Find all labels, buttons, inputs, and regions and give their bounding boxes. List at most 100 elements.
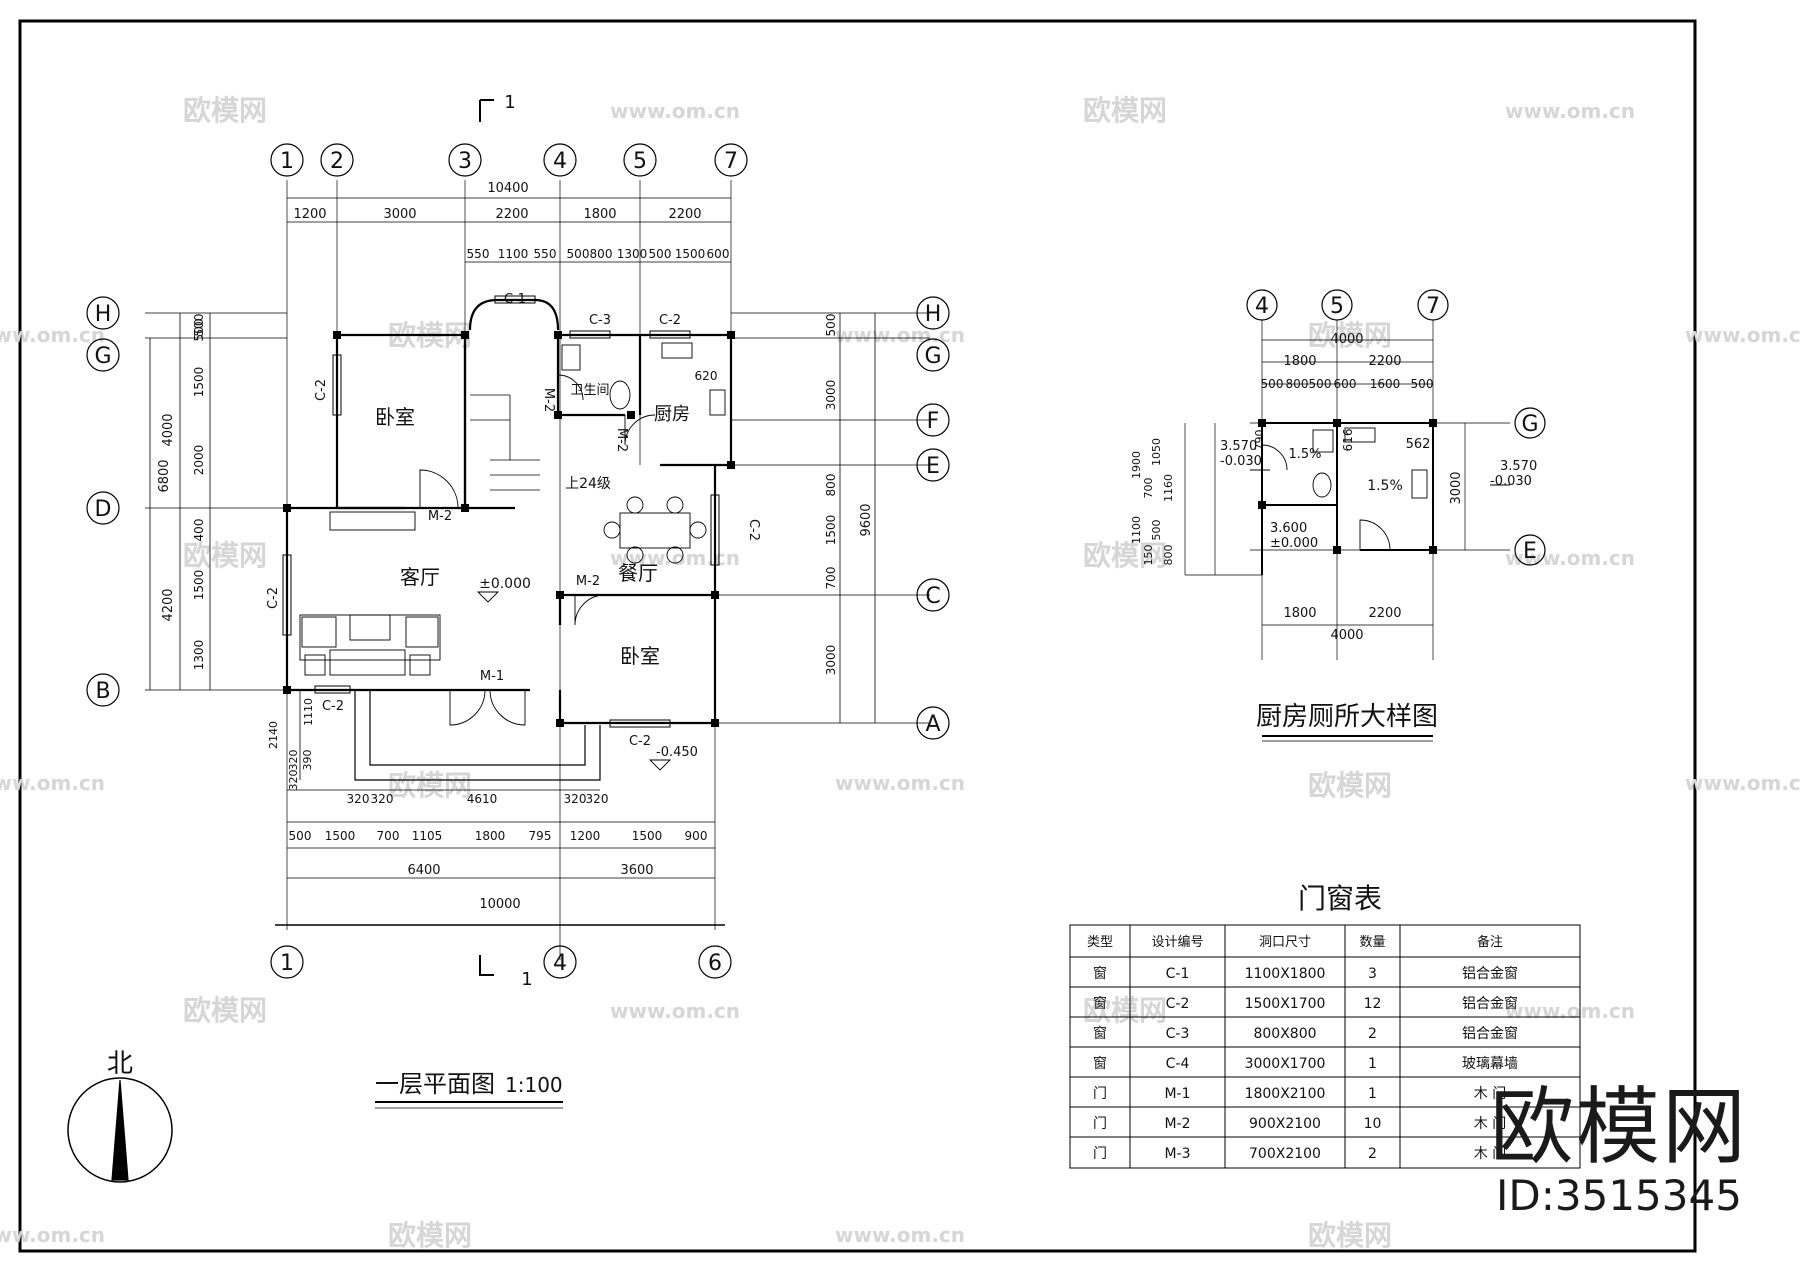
watermark-url: www.om.cn — [1505, 999, 1635, 1023]
dim-label: 上24级 — [565, 476, 611, 492]
dim-label: M-1 — [480, 669, 504, 684]
axis-bubble-label: 7 — [724, 149, 738, 174]
axis-bubble-label: 2 — [330, 149, 344, 174]
axis-bubble-label: 3 — [458, 149, 472, 174]
axis-bubble — [916, 403, 950, 437]
dim-label: 1500 — [192, 570, 206, 601]
dim-label: 1500 — [325, 829, 356, 843]
dim-label: 1 — [521, 969, 532, 990]
table-cell: 玻璃幕墙 — [1462, 1055, 1518, 1072]
north-label: 北 — [107, 1049, 133, 1079]
dim-label: 3600 — [620, 863, 653, 878]
dim-label: 4000 — [1330, 628, 1363, 643]
axis-bubble — [916, 296, 950, 330]
dim-label: 1900 — [1130, 451, 1143, 479]
axis-bubble-label: 1 — [280, 951, 294, 976]
dim-label: 1.5% — [1288, 447, 1321, 462]
dim-label: 320 — [564, 792, 587, 806]
axis-bubble — [86, 296, 120, 330]
dim-label: 2200 — [495, 207, 528, 222]
axis-bubble-label: 6 — [708, 951, 722, 976]
dim-label: 3.600 — [1270, 521, 1307, 536]
dim-label: 500 — [567, 247, 590, 261]
axis-bubble — [543, 945, 577, 979]
watermark-url: www.om.cn — [0, 323, 105, 347]
table-cell: 2 — [1368, 1146, 1377, 1162]
dim-label: 6400 — [407, 863, 440, 878]
table-cell: 门 — [1093, 1086, 1107, 1102]
axis-bubble-label: 5 — [633, 149, 647, 174]
dim-label: 616 — [1341, 429, 1355, 452]
watermark-logo: 欧模网 — [1308, 769, 1392, 802]
dim-label: 2140 — [267, 721, 280, 749]
axis-bubble — [1321, 289, 1353, 321]
dim-label: 10400 — [487, 181, 528, 196]
table-cell: M-1 — [1164, 1086, 1190, 1102]
table-cell: 1 — [1368, 1086, 1377, 1102]
dim-label: 1500 — [632, 829, 663, 843]
dim-label: 1500 — [824, 515, 838, 546]
floor-plan — [67, 99, 930, 1183]
brand-name: 欧模网 — [1489, 1078, 1748, 1176]
axis-bubble-label: E — [1523, 539, 1537, 564]
dim-label: 550 — [534, 247, 557, 261]
axis-bubble — [916, 338, 950, 372]
dim-label: 320 — [287, 750, 300, 771]
dim-label: 800 — [824, 474, 838, 497]
dim-label: 4000 — [1330, 332, 1363, 347]
dim-label: 500 — [1261, 377, 1284, 391]
table-cell: C-1 — [1166, 966, 1190, 982]
dim-label: 500 — [1309, 377, 1332, 391]
watermark-logo: 欧模网 — [183, 994, 267, 1027]
dim-label: 1300 — [192, 640, 206, 671]
axis-bubble-label: G — [94, 344, 111, 369]
dim-label: 4200 — [161, 588, 176, 621]
table-cell: 3 — [1368, 966, 1377, 982]
dim-label: C-2 — [314, 379, 329, 401]
table-cell: C-4 — [1166, 1056, 1190, 1072]
kitchen-wc-detail — [1184, 320, 1510, 742]
dim-label: 1500 — [675, 247, 706, 261]
watermark-url: www.om.cn — [835, 1223, 965, 1247]
watermark-url: www.om.cn — [610, 546, 740, 570]
dim-label: 562 — [1406, 437, 1431, 452]
table-cell: 1500X1700 — [1245, 996, 1326, 1012]
dim-label: 1600 — [1370, 377, 1401, 391]
dim-label: 800 — [1286, 377, 1309, 391]
dim-label: C-1 — [504, 292, 526, 307]
table-cell: 700X2100 — [1249, 1146, 1321, 1162]
table-cell: C-3 — [1166, 1026, 1190, 1042]
table-cell: 2 — [1368, 1026, 1377, 1042]
dim-label: 3.570 — [1220, 439, 1257, 454]
table-cell: 12 — [1364, 996, 1382, 1012]
watermark-url: www.om.cn — [1505, 99, 1635, 123]
watermark-url: www.om.cn — [0, 771, 105, 795]
axis-bubble — [320, 143, 354, 177]
dim-label: 320 — [371, 792, 394, 806]
dim-label: 550 — [467, 247, 490, 261]
dim-label: 1.5% — [1367, 478, 1403, 494]
axis-bubble-label: B — [95, 679, 110, 704]
axis-bubble — [1514, 534, 1546, 566]
dim-label: ±0.000 — [1270, 536, 1318, 551]
dim-label: 620 — [695, 369, 718, 383]
table-cell: 铝合金窗 — [1462, 1025, 1518, 1042]
watermark-url: www.om.cn — [1685, 323, 1800, 347]
room-label: 卫生间 — [570, 383, 609, 398]
dim-label: 3.570 — [1500, 459, 1537, 474]
table-cell: 窗 — [1093, 1025, 1107, 1042]
table-cell: 1800X2100 — [1245, 1086, 1326, 1102]
dim-label: 500 — [192, 314, 206, 337]
axis-bubble — [1514, 407, 1546, 439]
dim-label: 500 — [192, 319, 206, 342]
dim-label: 1800 — [1283, 606, 1316, 621]
table-cell: 窗 — [1093, 965, 1107, 982]
dim-label: 500 — [649, 247, 672, 261]
dim-label: 800 — [1162, 545, 1175, 566]
dim-label: 1800 — [1283, 354, 1316, 369]
axis-bubble — [270, 143, 304, 177]
table-cell: 10 — [1364, 1116, 1382, 1132]
room-label: 客厅 — [400, 565, 440, 589]
table-cell: 800X800 — [1253, 1026, 1316, 1042]
